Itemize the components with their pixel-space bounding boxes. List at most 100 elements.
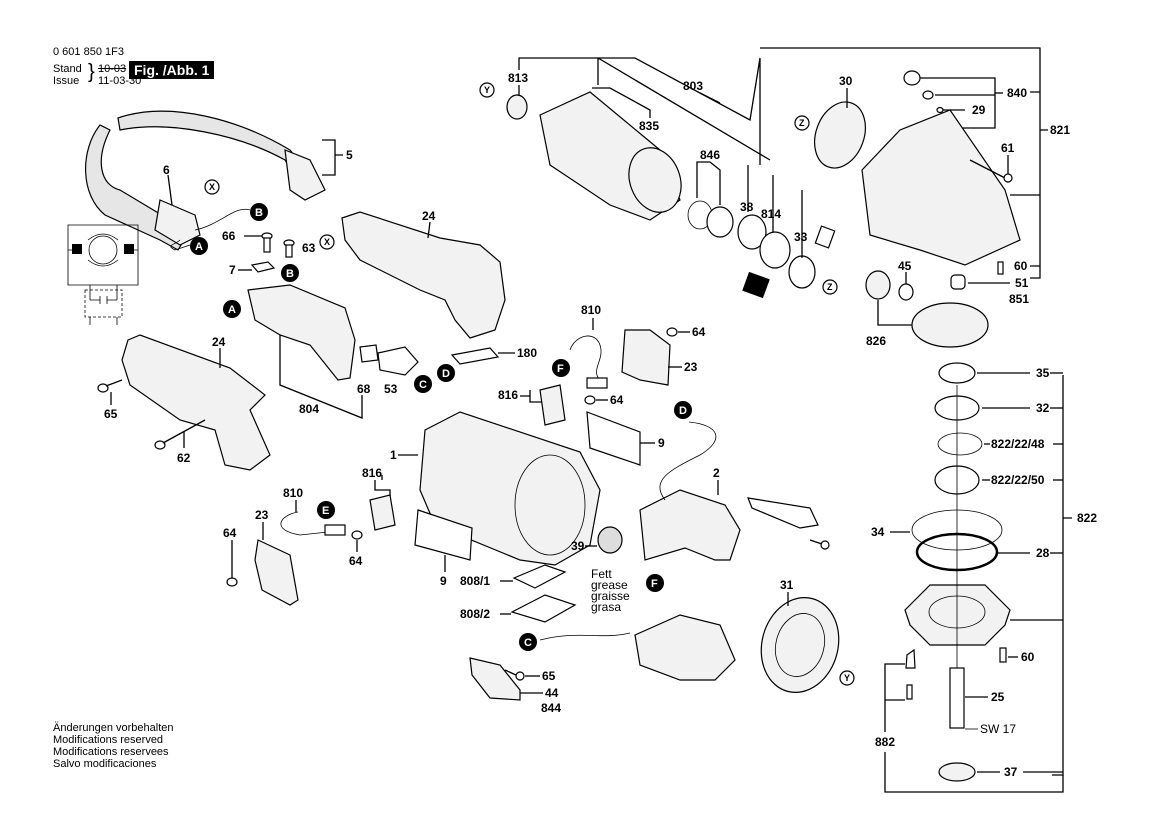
leader-5	[322, 139, 343, 176]
part-label-25: 25	[991, 690, 1005, 704]
bracket-846	[696, 161, 721, 205]
ref-label: X	[324, 237, 330, 247]
brush-tool	[814, 225, 836, 249]
brush-wire-810b	[280, 511, 329, 536]
connector-C1: C	[414, 375, 432, 393]
part-label-65a: 65	[104, 407, 118, 421]
part-label-61: 61	[1001, 141, 1015, 155]
label-180	[450, 347, 500, 365]
part-label-821: 821	[1050, 123, 1070, 137]
circlip	[937, 432, 983, 456]
leader-6	[167, 174, 173, 206]
connector-label: D	[679, 405, 687, 417]
part-label-2: 2	[713, 466, 720, 480]
pinion	[865, 270, 891, 300]
leader-816b	[374, 475, 391, 496]
part-label-180: 180	[517, 346, 537, 360]
brush-cover-23a	[621, 329, 671, 386]
ref-marker-X1: X	[204, 179, 220, 195]
switch-part-53	[377, 346, 419, 376]
bearing-flange	[904, 584, 1011, 646]
leader-816a	[520, 390, 542, 403]
connector-label: B	[286, 268, 294, 280]
bracket-840	[920, 77, 996, 129]
label-808-1	[512, 564, 567, 589]
connector-label: E	[322, 505, 329, 517]
part-label-844: 844	[541, 701, 561, 715]
plate-9b	[414, 509, 473, 561]
part-label-822-22-50: 822/22/50	[991, 473, 1045, 487]
ref-label: X	[209, 182, 215, 192]
brush-810a	[586, 377, 608, 389]
ref-label: Y	[484, 85, 490, 95]
grease-ring-39	[597, 526, 623, 554]
connector-label: A	[195, 241, 203, 253]
connector-B1: B	[250, 203, 268, 221]
spindle-25	[949, 667, 965, 729]
bracket-804	[279, 335, 363, 419]
ref-marker-Z1: Z	[794, 115, 810, 131]
screw-66	[261, 232, 273, 253]
part-label-813: 813	[508, 71, 528, 85]
part-label-7: 7	[229, 263, 236, 277]
bearing-33	[788, 255, 816, 289]
screw-64b	[226, 577, 238, 587]
screw-64d	[666, 327, 678, 337]
bearing-flange-30	[814, 101, 866, 169]
bracket-882	[884, 663, 1064, 793]
figure-badge: Fig. /Abb. 1	[129, 61, 215, 79]
part-label-65b: 65	[542, 669, 556, 683]
part-label-51: 51	[1015, 276, 1029, 290]
part-label-38: 38	[740, 200, 754, 214]
screw-64c	[351, 530, 363, 540]
connector-A1: A	[190, 237, 208, 255]
wrench-size-label: SW 17	[980, 722, 1016, 736]
bevel-gear	[911, 302, 989, 348]
part-label-808-2: 808/2	[460, 607, 490, 621]
bushing-51	[950, 274, 966, 290]
bearing-35	[938, 362, 976, 384]
part-label-822-22-48: 822/22/48	[991, 437, 1045, 451]
part-label-24a: 24	[422, 209, 436, 223]
ref-marker-X2: X	[319, 234, 335, 250]
wiring-schematic	[67, 224, 139, 325]
connector-label: A	[228, 304, 236, 316]
part-label-816b: 816	[362, 466, 382, 480]
part-label-39: 39	[571, 539, 585, 553]
bearing-813	[506, 94, 528, 120]
stand-label: Stand	[53, 63, 82, 75]
part-label-803: 803	[683, 79, 703, 93]
part-label-45: 45	[898, 259, 912, 273]
connector-F2: F	[646, 574, 664, 592]
part-label-68: 68	[357, 382, 371, 396]
part-label-822: 822	[1077, 511, 1097, 525]
connector-C2: C	[519, 633, 537, 651]
brush-810b	[324, 524, 346, 536]
connector-label: F	[651, 578, 658, 590]
screw-64a	[584, 395, 596, 405]
modification-notes: Änderungen vorbehalten Modifications res…	[53, 722, 173, 770]
grease-note-fr: graisse	[591, 589, 630, 603]
note-fr: Modifications reservees	[53, 746, 169, 758]
field-coil-lower	[634, 614, 736, 681]
connector-E1: E	[317, 501, 335, 519]
rear-handle-housing	[341, 211, 506, 339]
plate-9a	[586, 411, 641, 466]
wire-C	[539, 632, 631, 641]
part-label-28: 28	[1036, 546, 1050, 560]
ref-label: Z	[799, 118, 805, 128]
washer	[706, 206, 734, 238]
side-handle	[121, 334, 271, 471]
part-label-60b: 60	[1021, 650, 1035, 664]
bracket-835	[592, 87, 651, 118]
part-label-808-1: 808/1	[460, 574, 490, 588]
part-label-23a: 23	[684, 360, 698, 374]
part-label-53: 53	[384, 382, 398, 396]
armature-fan	[628, 147, 682, 213]
part-label-814: 814	[761, 207, 781, 221]
part-label-30: 30	[839, 74, 853, 88]
flange-37	[938, 762, 976, 782]
cable-guide	[747, 497, 819, 529]
connector-label: C	[524, 637, 532, 649]
power-cord-part	[84, 110, 326, 251]
